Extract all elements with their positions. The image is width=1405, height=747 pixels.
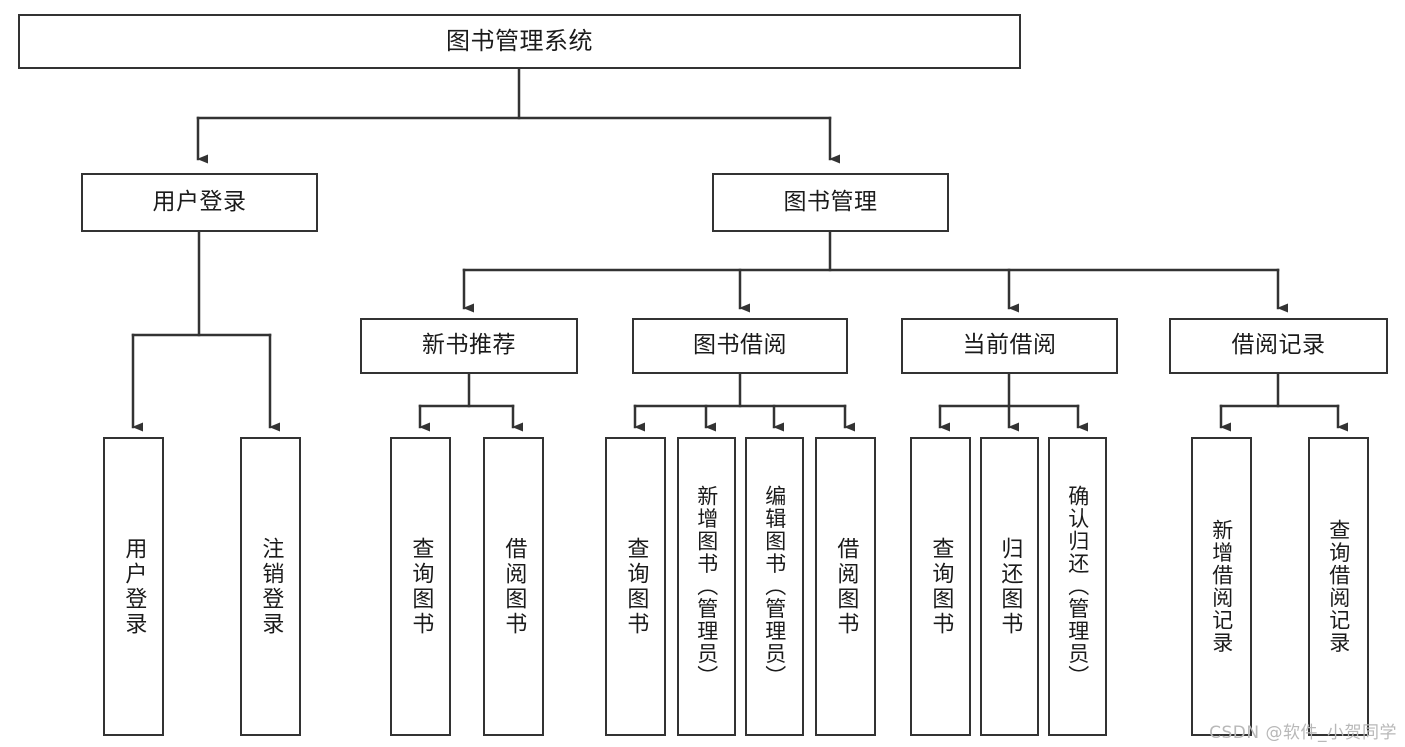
- node-label: 查询图书: [623, 536, 649, 637]
- node-label: 图书管理系统: [446, 27, 593, 56]
- node-label: 借阅图书: [833, 536, 859, 637]
- node-label: 新书推荐: [422, 332, 516, 359]
- node-current-borrow[interactable]: 当前借阅: [901, 318, 1118, 374]
- node-label: 新增图书（管理员）: [694, 485, 719, 688]
- node-leaf-return-book[interactable]: 归还图书: [980, 437, 1039, 736]
- node-leaf-query-book-2[interactable]: 查询图书: [605, 437, 666, 736]
- node-user-login[interactable]: 用户登录: [81, 173, 318, 232]
- node-leaf-query-book-1[interactable]: 查询图书: [390, 437, 451, 736]
- node-leaf-query-record[interactable]: 查询借阅记录: [1308, 437, 1369, 736]
- node-leaf-borrow-book-2[interactable]: 借阅图书: [815, 437, 876, 736]
- node-label: 借阅图书: [501, 536, 527, 637]
- node-label: 注销登录: [258, 536, 284, 637]
- node-root-system[interactable]: 图书管理系统: [18, 14, 1021, 69]
- node-leaf-edit-book[interactable]: 编辑图书（管理员）: [745, 437, 804, 736]
- node-label: 图书管理: [783, 188, 878, 215]
- node-leaf-query-book-3[interactable]: 查询图书: [910, 437, 971, 736]
- node-label: 确认归还（管理员）: [1065, 485, 1090, 688]
- node-label: 用户登录: [121, 536, 147, 637]
- node-label: 图书借阅: [693, 332, 787, 359]
- node-label: 查询图书: [928, 536, 954, 637]
- node-label: 查询借阅记录: [1326, 519, 1351, 654]
- node-leaf-confirm-return[interactable]: 确认归还（管理员）: [1048, 437, 1107, 736]
- node-label: 归还图书: [997, 536, 1023, 637]
- node-leaf-add-book[interactable]: 新增图书（管理员）: [677, 437, 736, 736]
- node-book-manage[interactable]: 图书管理: [712, 173, 949, 232]
- node-label: 当前借阅: [962, 332, 1057, 359]
- node-label: 新增借阅记录: [1209, 519, 1234, 654]
- node-label: 用户登录: [152, 188, 247, 215]
- node-new-book-rec[interactable]: 新书推荐: [360, 318, 578, 374]
- node-borrow-record[interactable]: 借阅记录: [1169, 318, 1388, 374]
- node-leaf-user-logout[interactable]: 注销登录: [240, 437, 301, 736]
- node-label: 查询图书: [408, 536, 434, 637]
- node-book-borrow[interactable]: 图书借阅: [632, 318, 848, 374]
- node-label: 借阅记录: [1231, 332, 1326, 359]
- node-leaf-user-login[interactable]: 用户登录: [103, 437, 164, 736]
- node-leaf-borrow-book-1[interactable]: 借阅图书: [483, 437, 544, 736]
- node-leaf-add-record[interactable]: 新增借阅记录: [1191, 437, 1252, 736]
- node-label: 编辑图书（管理员）: [762, 485, 787, 688]
- csdn-watermark: CSDN @软件_小贺同学: [1209, 723, 1397, 743]
